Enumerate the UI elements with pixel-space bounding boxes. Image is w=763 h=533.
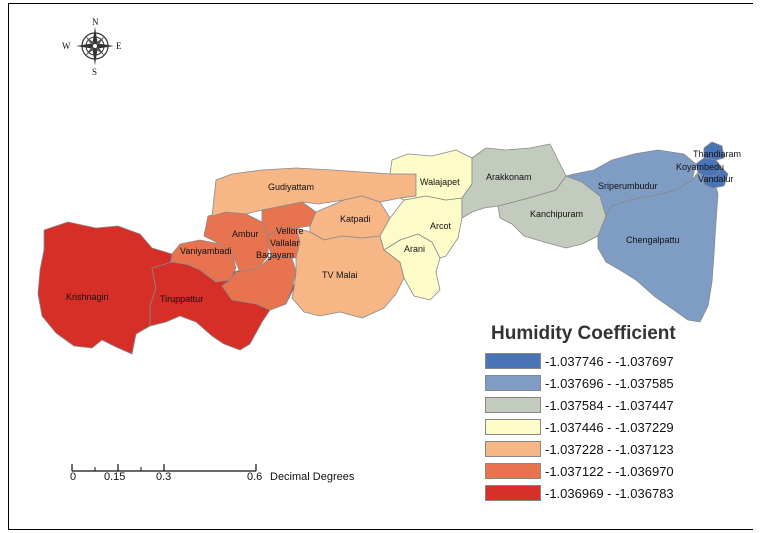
legend-swatch: [485, 485, 541, 501]
scale-tick-1: 0.15: [104, 471, 126, 483]
scale-tick-3: 0.6: [247, 471, 263, 483]
legend: Humidity Coefficient -1.037746 - -1.0376…: [485, 323, 755, 507]
label-arcot: Arcot: [430, 221, 452, 231]
legend-swatch: [485, 463, 541, 479]
label-kanchipuram: Kanchipuram: [530, 209, 583, 219]
legend-item: -1.037746 - -1.037697: [485, 353, 755, 371]
map-frame: [8, 3, 753, 530]
label-arakkonam: Arakkonam: [486, 172, 532, 182]
legend-range: -1.037746 - -1.037697: [545, 354, 674, 369]
district-gudiyattam: [211, 167, 417, 217]
label-gudiyattam: Gudiyattam: [268, 182, 314, 192]
scale-tick-0: 0: [70, 471, 77, 483]
legend-swatch: [485, 419, 541, 435]
label-sriperumbudur: Sriperumbudur: [598, 181, 658, 191]
district-chengalpattu: [597, 169, 719, 323]
legend-item: -1.037584 - -1.037447: [485, 397, 755, 415]
legend-swatch: [485, 353, 541, 369]
legend-swatch: [485, 397, 541, 413]
compass-e: E: [116, 41, 122, 51]
legend-range: -1.037696 - -1.037585: [545, 376, 674, 391]
legend-swatch: [485, 375, 541, 391]
label-vellore: Vellore: [276, 226, 304, 236]
label-walajapet: Walajapet: [420, 177, 460, 187]
legend-range: -1.036969 - -1.036783: [545, 486, 674, 501]
scale-bar-ruler: [71, 464, 257, 472]
legend-item: -1.036969 - -1.036783: [485, 485, 755, 503]
label-koyambedu: Koyambedu: [676, 162, 724, 172]
label-vandalur: Vandalur: [698, 174, 733, 184]
label-thandiaram: Thandiaram: [693, 149, 741, 159]
district-vaniyambadi: [171, 239, 237, 283]
legend-swatch: [485, 441, 541, 457]
legend-range: -1.037122 - -1.036970: [545, 464, 674, 479]
district-krishnagiri: [37, 221, 173, 355]
district-tv-malai: [291, 227, 405, 319]
district-vandalur: [703, 167, 729, 189]
legend-title: Humidity Coefficient: [491, 323, 676, 344]
legend-range: -1.037446 - -1.037229: [545, 420, 674, 435]
legend-item: -1.037446 - -1.037229: [485, 419, 755, 437]
compass-s: S: [92, 67, 97, 77]
scale-unit: Decimal Degrees: [270, 471, 355, 483]
legend-item: -1.037122 - -1.036970: [485, 463, 755, 481]
compass-rose-icon: N S E W: [62, 17, 122, 77]
label-tv-malai: TV Malai: [322, 270, 358, 280]
legend-range: -1.037584 - -1.037447: [545, 398, 674, 413]
legend-item: -1.037696 - -1.037585: [485, 375, 755, 393]
label-tiruppattur: Tiruppattur: [160, 294, 203, 304]
compass-w: W: [62, 41, 71, 51]
compass-n: N: [92, 17, 99, 27]
scale-tick-2: 0.3: [156, 471, 172, 483]
label-vallalar: Vallalar: [270, 238, 299, 248]
legend-item: -1.037228 - -1.037123: [485, 441, 755, 459]
label-arani: Arani: [404, 244, 425, 254]
label-ambur: Ambur: [232, 229, 259, 239]
label-katpadi: Katpadi: [340, 214, 371, 224]
label-krishnagiri: Krishnagiri: [66, 292, 109, 302]
label-vaniyambadi: Vaniyambadi: [180, 246, 231, 256]
label-bagayam: Bagayam: [256, 250, 294, 260]
legend-range: -1.037228 - -1.037123: [545, 442, 674, 457]
label-chengalpattu: Chengalpattu: [626, 235, 680, 245]
district-thandiaram: [703, 141, 725, 161]
